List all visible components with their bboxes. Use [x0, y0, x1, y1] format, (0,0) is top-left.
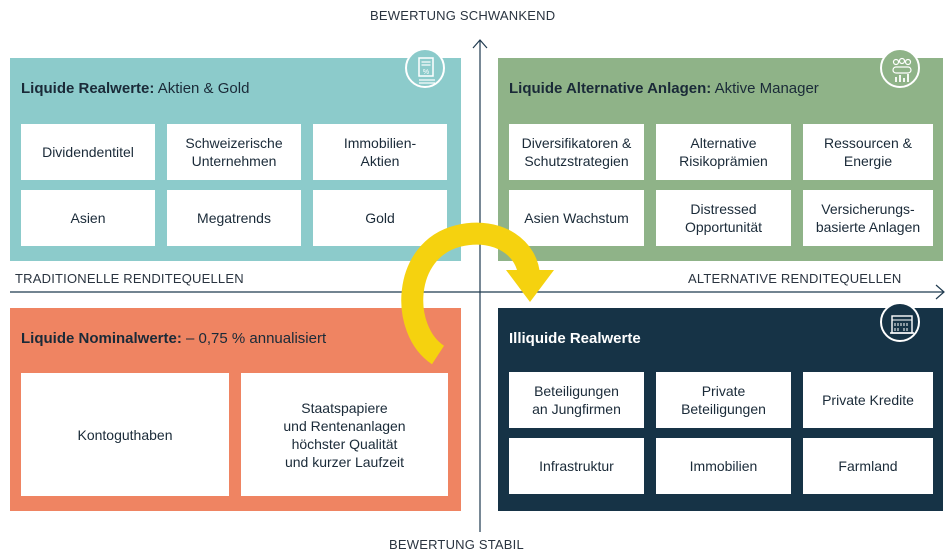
asset-box: Diversifikatoren & Schutzstrategien [509, 124, 644, 180]
asset-box: Schweizerische Unternehmen [167, 124, 301, 180]
quadrant-liquid-nominal-assets: Liquide Nominalwerte: – 0,75 % annualisi… [10, 308, 461, 511]
quadrant-title: Illiquide Realwerte [509, 330, 641, 347]
people-chart-icon [880, 48, 920, 88]
rotation-arrow-head [506, 270, 554, 302]
asset-box: Kontoguthaben [21, 373, 229, 496]
asset-box: Private Kredite [803, 372, 933, 428]
asset-box: Farmland [803, 438, 933, 494]
horizontal-axis-arrowhead [935, 284, 945, 300]
asset-box: Asien Wachstum [509, 190, 644, 246]
asset-box: Ressourcen & Energie [803, 124, 933, 180]
asset-box: Alternative Risikoprämien [656, 124, 791, 180]
axis-label-left: TRADITIONELLE RENDITEQUELLEN [15, 271, 244, 286]
quadrant-title: Liquide Alternative Anlagen: Aktive Mana… [509, 80, 819, 97]
vertical-axis-arrowhead [472, 39, 488, 49]
axis-label-bottom: BEWERTUNG STABIL [389, 537, 524, 552]
asset-box: Infrastruktur [509, 438, 644, 494]
asset-box: Private Beteiligungen [656, 372, 791, 428]
axis-label-right: ALTERNATIVE RENDITEQUELLEN [688, 271, 902, 286]
asset-box: Beteiligungen an Jungfirmen [509, 372, 644, 428]
quadrant-liquid-real-assets: Liquide Realwerte: Aktien & Gold Dividen… [10, 58, 461, 261]
asset-box: Gold [313, 190, 447, 246]
document-percent-icon: % [405, 48, 445, 88]
quadrant-title: Liquide Realwerte: Aktien & Gold [21, 80, 250, 97]
asset-box: Immobilien- Aktien [313, 124, 447, 180]
asset-box: Dividendentitel [21, 124, 155, 180]
asset-box: Asien [21, 190, 155, 246]
asset-box: Distressed Opportunität [656, 190, 791, 246]
quadrant-liquid-alternatives: Liquide Alternative Anlagen: Aktive Mana… [498, 58, 943, 261]
quadrant-illiquid-real-assets: Illiquide Realwerte Beteiligungen an Jun… [498, 308, 943, 511]
quadrant-title: Liquide Nominalwerte: – 0,75 % annualisi… [21, 330, 327, 347]
svg-text:%: % [423, 69, 429, 76]
asset-box: Immobilien [656, 438, 791, 494]
asset-box: Megatrends [167, 190, 301, 246]
asset-box: Staatspapiere und Rentenanlagen höchster… [241, 373, 448, 496]
axis-label-top: BEWERTUNG SCHWANKEND [370, 8, 556, 23]
building-icon [880, 302, 920, 342]
asset-box: Versicherungs- basierte Anlagen [803, 190, 933, 246]
